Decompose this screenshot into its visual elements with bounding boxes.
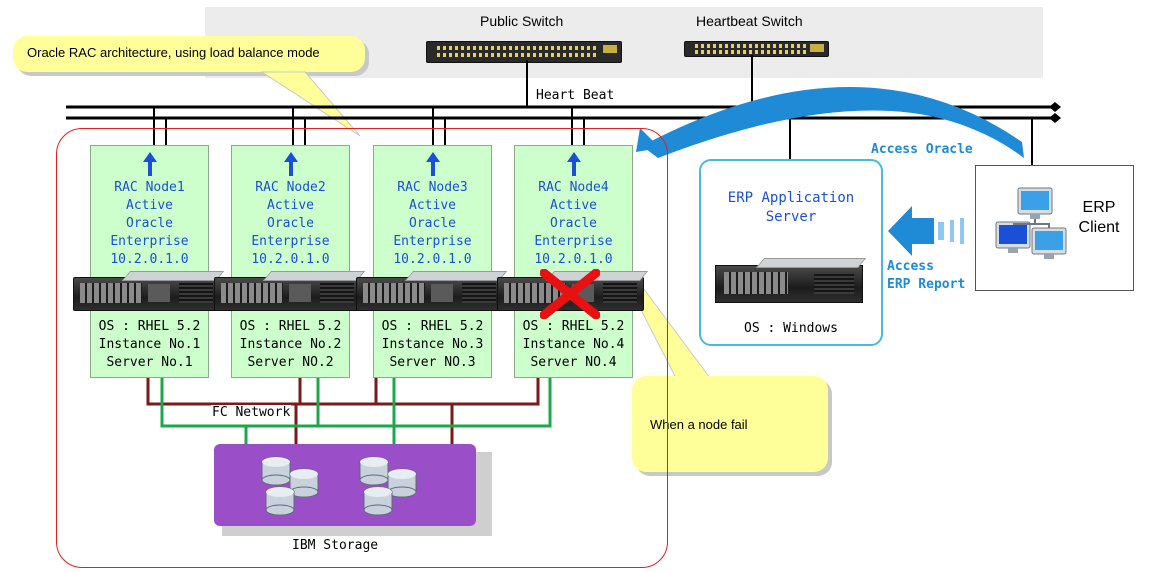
ibm-storage <box>214 444 476 526</box>
node-version: 10.2.0.1.0 <box>110 252 189 267</box>
rack-server-icon <box>73 271 225 311</box>
node-name: RAC Node4 <box>538 180 609 195</box>
database-disk-icon <box>359 456 417 516</box>
node-server: Server No.1 <box>106 355 193 370</box>
erp-client <box>975 165 1134 291</box>
node-version: 10.2.0.1.0 <box>393 252 472 267</box>
node-state: Active <box>267 198 314 213</box>
node-state: Active <box>126 198 173 213</box>
erp-server-title-line1: ERP Application <box>727 190 855 206</box>
architecture-callout: Oracle RAC architecture, using load bala… <box>13 36 365 72</box>
node-details: RAC Node2 Active Oracle Enterprise 10.2.… <box>232 179 349 269</box>
access-report-label: Access ERP Report <box>887 258 965 294</box>
node-product: Oracle <box>126 216 173 231</box>
heartbeat-switch-device <box>684 41 829 57</box>
rack-server-icon <box>356 271 508 311</box>
access-report-line1: Access <box>887 259 934 274</box>
node-fail-callout-text: When a node fail <box>650 417 748 432</box>
node-product: Oracle <box>550 216 597 231</box>
computer-network-icon <box>995 187 1067 259</box>
node-instance: Instance No.2 <box>239 337 342 352</box>
arrow-up-icon <box>566 152 581 176</box>
node-os: OS : RHEL 5.2 <box>522 319 625 334</box>
node-version: 10.2.0.1.0 <box>251 252 330 267</box>
node-system-info: OS : RHEL 5.2 Instance No.2 Server NO.2 <box>232 318 349 372</box>
node-server: Server NO.4 <box>530 355 617 370</box>
node-server: Server NO.2 <box>247 355 334 370</box>
node-system-info: OS : RHEL 5.2 Instance No.4 Server NO.4 <box>515 318 632 372</box>
node-name: RAC Node3 <box>397 180 468 195</box>
erp-server-title: ERP Application Server <box>701 189 881 227</box>
node-edition: Enterprise <box>251 234 330 249</box>
rac-node-2: RAC Node2 Active Oracle Enterprise 10.2.… <box>214 145 366 378</box>
red-x-icon <box>540 269 600 319</box>
node-server: Server NO.3 <box>389 355 476 370</box>
erp-client-label: ERP Client <box>1071 198 1127 238</box>
node-os: OS : RHEL 5.2 <box>239 319 342 334</box>
node-details: RAC Node4 Active Oracle Enterprise 10.2.… <box>515 179 632 269</box>
arrow-up-icon <box>425 152 440 176</box>
node-system-info: OS : RHEL 5.2 Instance No.1 Server No.1 <box>91 318 208 372</box>
database-disk-icon <box>261 456 319 516</box>
node-os: OS : RHEL 5.2 <box>381 319 484 334</box>
rac-node-4: RAC Node4 Active Oracle Enterprise 10.2.… <box>497 145 649 378</box>
rack-server-icon <box>715 258 867 303</box>
arrow-up-icon <box>142 152 157 176</box>
node-instance: Instance No.4 <box>522 337 625 352</box>
rack-server-icon <box>214 271 366 311</box>
erp-client-label-line1: ERP <box>1082 199 1116 216</box>
erp-server-os: OS : Windows <box>744 321 838 336</box>
node-details: RAC Node1 Active Oracle Enterprise 10.2.… <box>91 179 208 269</box>
node-state: Active <box>550 198 597 213</box>
node-name: RAC Node2 <box>255 180 326 195</box>
node-os: OS : RHEL 5.2 <box>98 319 201 334</box>
public-switch-device <box>426 41 622 63</box>
node-instance: Instance No.1 <box>98 337 201 352</box>
node-fail-callout: When a node fail <box>632 376 828 472</box>
rack-server-icon <box>497 271 649 311</box>
node-state: Active <box>409 198 456 213</box>
erp-server-title-line2: Server <box>765 209 817 225</box>
node-edition: Enterprise <box>110 234 189 249</box>
node-edition: Enterprise <box>393 234 472 249</box>
fc-network-label: FC Network <box>211 405 292 420</box>
access-oracle-label: Access Oracle <box>871 142 973 157</box>
rac-cluster-boundary <box>56 128 668 568</box>
node-system-info: OS : RHEL 5.2 Instance No.3 Server NO.3 <box>374 318 491 372</box>
node-name: RAC Node1 <box>114 180 185 195</box>
rac-node-1: RAC Node1 Active Oracle Enterprise 10.2.… <box>73 145 225 378</box>
node-product: Oracle <box>409 216 456 231</box>
access-report-line2: ERP Report <box>887 277 966 292</box>
erp-application-server: ERP Application Server OS : Windows <box>699 159 883 346</box>
heartbeat-switch-label: Heartbeat Switch <box>696 13 803 29</box>
node-product: Oracle <box>267 216 314 231</box>
rac-node-3: RAC Node3 Active Oracle Enterprise 10.2.… <box>356 145 508 378</box>
heartbeat-label: Heart Beat <box>536 88 615 103</box>
node-edition: Enterprise <box>534 234 613 249</box>
node-instance: Instance No.3 <box>381 337 484 352</box>
node-details: RAC Node3 Active Oracle Enterprise 10.2.… <box>374 179 491 269</box>
node-version: 10.2.0.1.0 <box>534 252 613 267</box>
public-switch-label: Public Switch <box>480 13 564 29</box>
arrow-up-icon <box>283 152 298 176</box>
erp-client-label-line2: Client <box>1078 219 1120 236</box>
storage-label: IBM Storage <box>292 538 379 553</box>
